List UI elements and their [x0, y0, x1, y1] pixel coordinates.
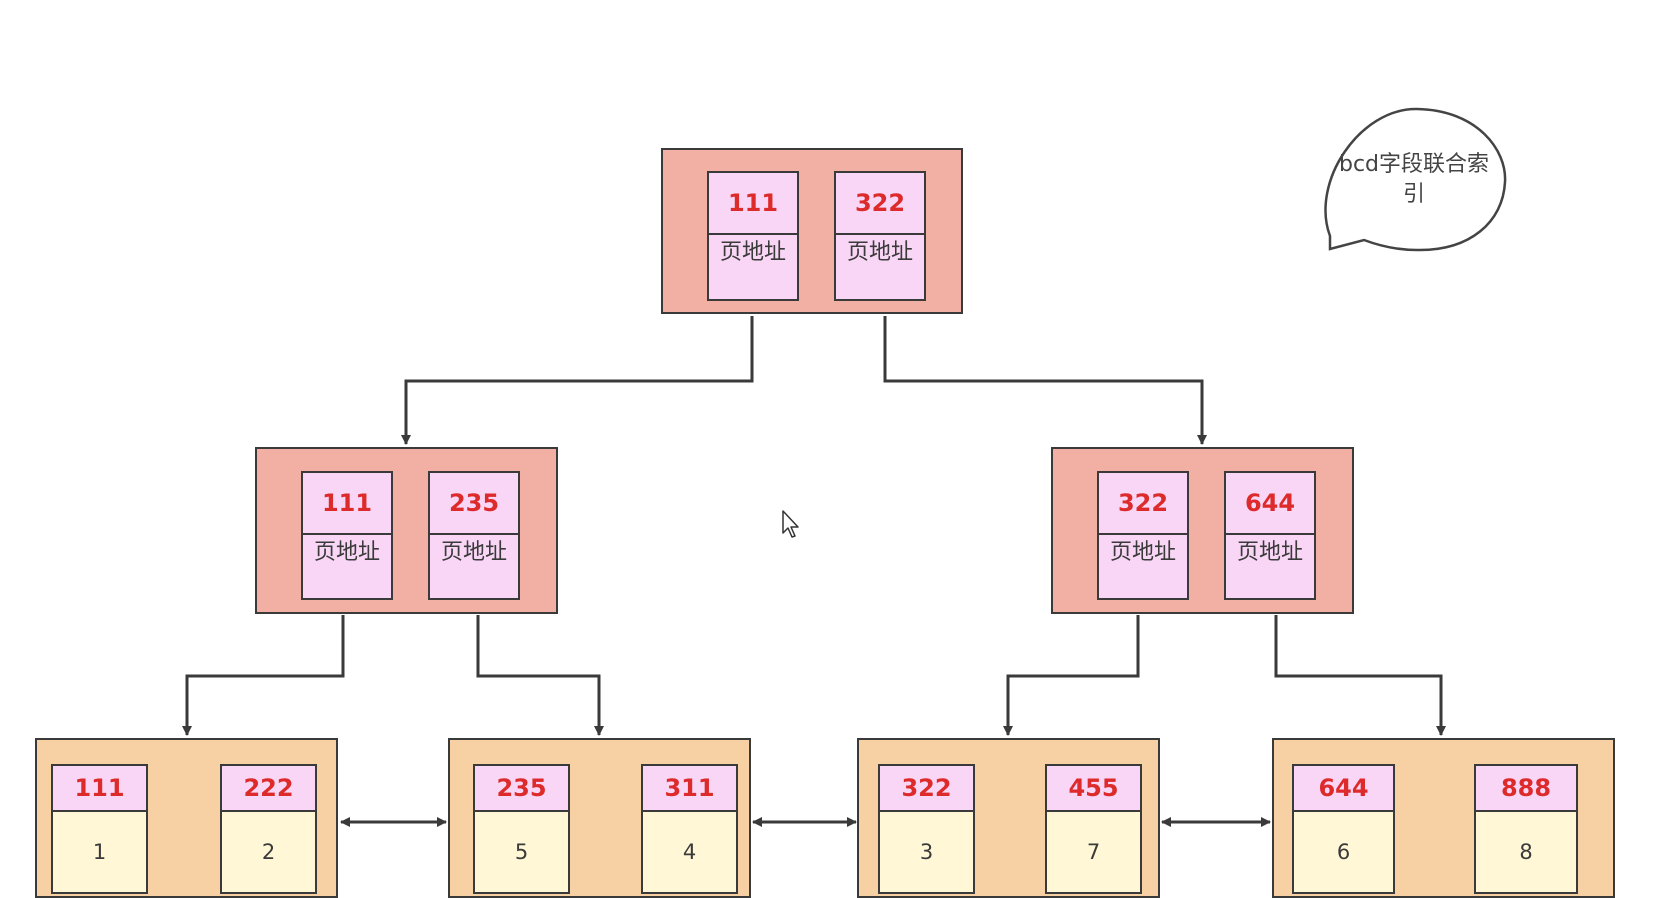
- leaf-node-1: 111 1 222 2: [35, 738, 338, 898]
- page-address-label: 页地址: [1099, 535, 1187, 598]
- key-label: 235: [430, 473, 518, 535]
- key-label: 322: [1099, 473, 1187, 535]
- key-label: 644: [1226, 473, 1314, 535]
- callout-text: bcd字段联合索引: [1338, 152, 1490, 207]
- leaf-node-4: 644 6 888 8: [1272, 738, 1615, 898]
- leaf-node-3: 322 3 455 7: [857, 738, 1160, 898]
- row-value-label: 2: [222, 812, 315, 892]
- page-address-label: 页地址: [1226, 535, 1314, 598]
- key-label: 235: [475, 766, 568, 812]
- key-label: 644: [1294, 766, 1393, 812]
- row-value-label: 1: [53, 812, 146, 892]
- edge-root-to-right: [883, 316, 1207, 445]
- page-address-label: 页地址: [430, 535, 518, 598]
- leaf-node-2: 235 5 311 4: [448, 738, 751, 898]
- edge-l1a-to-leaf2: [476, 615, 604, 736]
- key-label: 111: [709, 173, 797, 235]
- row-value-label: 4: [643, 812, 736, 892]
- key-label: 322: [836, 173, 924, 235]
- edge-l1a-to-leaf1: [182, 615, 345, 736]
- key-label: 222: [222, 766, 315, 812]
- root-node: 111 页地址 322 页地址: [661, 148, 963, 314]
- row-value-label: 8: [1476, 812, 1576, 892]
- row-value-label: 6: [1294, 812, 1393, 892]
- row-value-label: 7: [1047, 812, 1140, 892]
- page-address-label: 页地址: [836, 235, 924, 299]
- internal-left-cell-1: 111 页地址: [301, 471, 393, 600]
- edge-root-to-left: [401, 316, 754, 445]
- internal-left-cell-2: 235 页地址: [428, 471, 520, 600]
- key-label: 322: [880, 766, 973, 812]
- root-cell-2: 322 页地址: [834, 171, 926, 301]
- key-label: 455: [1047, 766, 1140, 812]
- callout-bubble: [1324, 107, 1507, 252]
- key-label: 111: [53, 766, 146, 812]
- internal-right-cell-1: 322 页地址: [1097, 471, 1189, 600]
- edge-l1b-to-leaf4: [1274, 615, 1446, 736]
- internal-node-left: 111 页地址 235 页地址: [255, 447, 558, 614]
- row-value-label: 3: [880, 812, 973, 892]
- internal-node-right: 322 页地址 644 页地址: [1051, 447, 1354, 614]
- edge-l1b-to-leaf3: [1003, 615, 1140, 736]
- page-address-label: 页地址: [709, 235, 797, 299]
- row-value-label: 5: [475, 812, 568, 892]
- internal-right-cell-2: 644 页地址: [1224, 471, 1316, 600]
- root-cell-1: 111 页地址: [707, 171, 799, 301]
- key-label: 111: [303, 473, 391, 535]
- page-address-label: 页地址: [303, 535, 391, 598]
- key-label: 311: [643, 766, 736, 812]
- mouse-cursor-icon: [782, 510, 799, 538]
- key-label: 888: [1476, 766, 1576, 812]
